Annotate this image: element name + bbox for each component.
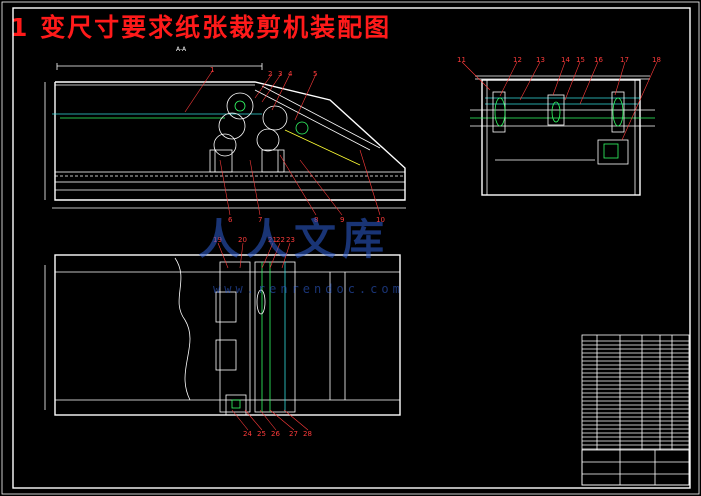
callout-plan: 27 (289, 430, 298, 438)
callout-side: 17 (620, 56, 629, 64)
callout-front: 5 (313, 70, 317, 78)
callout-plan: 22 (276, 236, 285, 244)
callout-front: 3 (278, 70, 282, 78)
watermark-logo: 人人文库 (198, 215, 391, 264)
callout-plan: 28 (303, 430, 312, 438)
callout-plan: 23 (286, 236, 295, 244)
callout-front: 10 (376, 216, 385, 224)
callout-plan: 19 (213, 236, 222, 244)
callout-plan: 24 (243, 430, 252, 438)
front-view: A-A (44, 46, 406, 224)
callout-plan: 21 (268, 236, 277, 244)
inner-border (12, 7, 691, 489)
callout-side: 16 (594, 56, 603, 64)
callout-side: 14 (561, 56, 570, 64)
callout-front: 6 (228, 216, 233, 224)
callout-plan: 26 (271, 430, 280, 438)
callout-side: 13 (536, 56, 545, 64)
callout-side: 15 (576, 56, 585, 64)
callout-front: 9 (340, 216, 344, 224)
drawing-title: 1 变尺寸要求纸张裁剪机装配图 (10, 13, 392, 42)
callout-side: 12 (513, 56, 522, 64)
watermark-url: www.renrendoc.com (213, 282, 404, 296)
callout-side: 18 (652, 56, 661, 64)
plan-view: 19 20 21 22 23 24 25 26 27 28 (44, 236, 401, 438)
side-view: 11 12 13 14 15 16 17 18 (457, 56, 661, 196)
parts-list-table (581, 334, 690, 486)
callout-front: 8 (314, 216, 318, 224)
callout-front: 1 (210, 66, 214, 74)
callout-front: 2 (268, 70, 272, 78)
callout-front: 4 (288, 70, 293, 78)
callout-plan: 25 (257, 430, 266, 438)
callout-side: 11 (457, 56, 466, 64)
callout-plan: 20 (238, 236, 247, 244)
callout-front: 7 (258, 216, 262, 224)
section-label: A-A (176, 46, 187, 53)
